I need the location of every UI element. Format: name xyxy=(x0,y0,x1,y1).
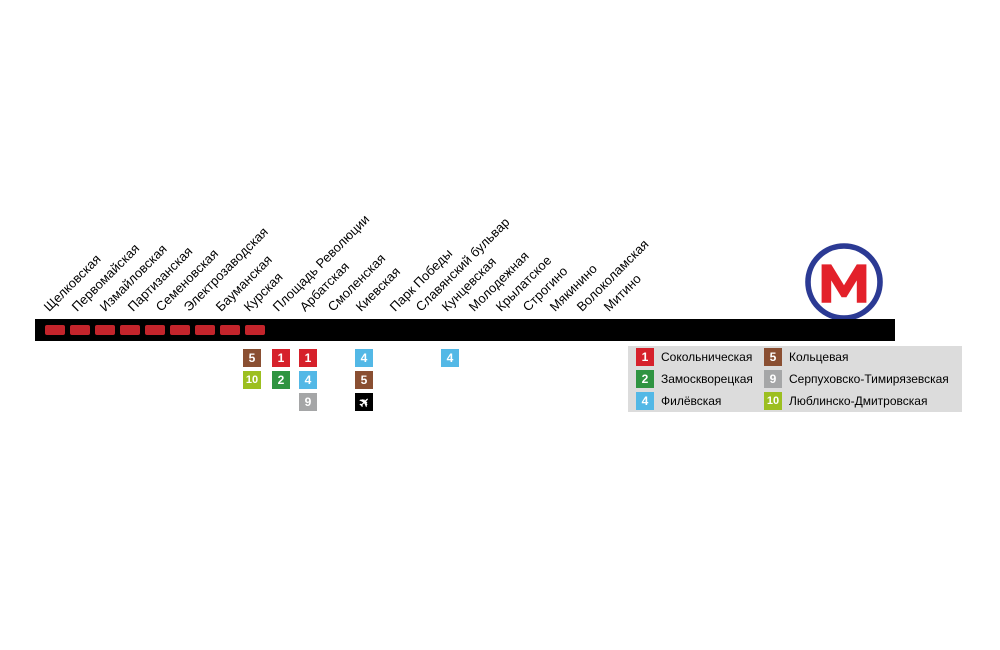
legend-label-line-5: Кольцевая xyxy=(789,350,849,364)
closed-section-dash xyxy=(245,325,265,335)
legend-row-line-10: 10 Люблинско-Дмитровская xyxy=(764,390,949,412)
transfer-badge-line-4: 4 xyxy=(299,371,317,389)
closed-section-dash xyxy=(195,325,215,335)
legend-label-line-4: Филёвская xyxy=(661,394,722,408)
legend-row-line-5: 5 Кольцевая xyxy=(764,346,949,368)
line-bar xyxy=(35,319,895,341)
airport-icon: ✈ xyxy=(355,393,373,411)
legend-column-1: 1 Сокольническая 2 Замоскворецкая 4 Филёвская xyxy=(636,346,753,412)
closed-section-dash xyxy=(170,325,190,335)
legend-label-line-1: Сокольническая xyxy=(661,350,753,364)
closed-section-dash xyxy=(220,325,240,335)
closed-section-dash xyxy=(120,325,140,335)
legend-label-line-9: Серпуховско-Тимирязевская xyxy=(789,372,949,386)
transfer-badge-line-5: 5 xyxy=(243,349,261,367)
metro-logo-icon xyxy=(805,243,883,321)
transfer-badge-line-1: 1 xyxy=(272,349,290,367)
legend-column-2: 5 Кольцевая 9 Серпуховско-Тимирязевская 10 Лю… xyxy=(764,346,949,412)
transfer-badge-line-10: 10 xyxy=(243,371,261,389)
transfer-badge-line-5: 5 xyxy=(355,371,373,389)
closed-section-dashes xyxy=(45,325,265,335)
legend-badge-line-4: 4 xyxy=(636,392,654,410)
legend-badge-line-10: 10 xyxy=(764,392,782,410)
transfer-badge-line-4: 4 xyxy=(355,349,373,367)
legend-row-line-2: 2 Замоскворецкая xyxy=(636,368,753,390)
transfer-badge-line-1: 1 xyxy=(299,349,317,367)
legend-label-line-2: Замоскворецкая xyxy=(661,372,753,386)
legend-label-line-10: Люблинско-Дмитровская xyxy=(789,394,928,408)
closed-section-dash xyxy=(95,325,115,335)
closed-section-dash xyxy=(45,325,65,335)
moscow-metro-logo xyxy=(804,242,884,322)
legend-row-line-1: 1 Сокольническая xyxy=(636,346,753,368)
airplane-glyph: ✈ xyxy=(354,392,374,412)
transfer-badge-line-9: 9 xyxy=(299,393,317,411)
legend-row-line-4: 4 Филёвская xyxy=(636,390,753,412)
closed-section-dash xyxy=(145,325,165,335)
closed-section-dash xyxy=(70,325,90,335)
legend-badge-line-9: 9 xyxy=(764,370,782,388)
transfer-badge-line-4: 4 xyxy=(441,349,459,367)
legend-row-line-9: 9 Серпуховско-Тимирязевская xyxy=(764,368,949,390)
legend-badge-line-5: 5 xyxy=(764,348,782,366)
legend-badge-line-1: 1 xyxy=(636,348,654,366)
legend: 1 Сокольническая 2 Замоскворецкая 4 Филёвская… xyxy=(628,346,962,412)
transfer-badge-line-2: 2 xyxy=(272,371,290,389)
legend-badge-line-2: 2 xyxy=(636,370,654,388)
